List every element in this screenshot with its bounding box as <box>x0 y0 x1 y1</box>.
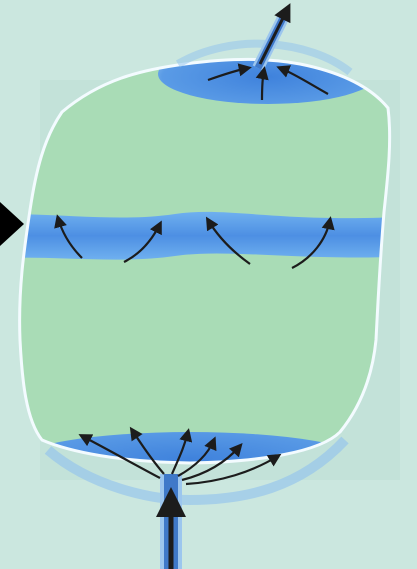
inlet-pipe-arrow-up-icon <box>160 474 182 569</box>
middle-water-band <box>0 212 417 260</box>
